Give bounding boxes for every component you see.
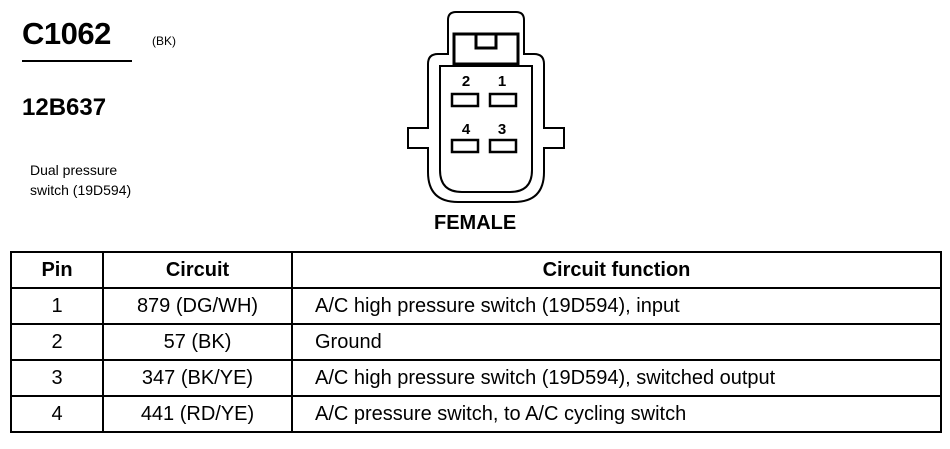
- header-pin: Pin: [10, 251, 104, 289]
- component-description-line1: Dual pressure: [30, 162, 118, 178]
- row-function: A/C high pressure switch (19D594), switc…: [291, 359, 942, 397]
- component-description: Dual pressure switch (19D594): [30, 160, 190, 200]
- pin-label-1: 1: [498, 73, 506, 90]
- pin-label-4: 4: [462, 121, 471, 138]
- row-function: Ground: [291, 323, 942, 361]
- row-circuit: 879 (DG/WH): [102, 287, 293, 325]
- connector-gender-label: FEMALE: [434, 212, 517, 234]
- connector-housing-inner: [439, 65, 533, 193]
- pin-label-3: 3: [498, 121, 506, 138]
- part-number: 12B637: [22, 94, 107, 121]
- row-pin: 1: [10, 287, 104, 325]
- row-pin: 3: [10, 359, 104, 397]
- connector-id-underline: [22, 60, 132, 62]
- component-description-line2: switch (19D594): [30, 182, 132, 198]
- connector-id: C1062: [22, 16, 111, 51]
- row-function: A/C pressure switch, to A/C cycling swit…: [291, 395, 942, 433]
- table-row: 2 57 (BK) Ground: [10, 323, 942, 361]
- pin-label-2: 2: [462, 73, 470, 90]
- row-circuit: 347 (BK/YE): [102, 359, 293, 397]
- pin-cavity-1: [488, 92, 518, 108]
- connector-face-diagram: 2 1 4 3: [407, 11, 565, 203]
- pin-cavity-2: [450, 92, 480, 108]
- pin-cavity-3: [488, 138, 518, 154]
- row-circuit: 441 (RD/YE): [102, 395, 293, 433]
- pin-cavity-4: [450, 138, 480, 154]
- connector-color: (BK): [152, 34, 176, 48]
- connector-lock-tab: [452, 32, 520, 66]
- connector-housing-outer: [407, 11, 565, 203]
- header-circuit-function: Circuit function: [291, 251, 942, 289]
- row-function: A/C high pressure switch (19D594), input: [291, 287, 942, 325]
- pin-table: Pin Circuit Circuit function 1 879 (DG/W…: [10, 251, 942, 433]
- header-circuit: Circuit: [102, 251, 293, 289]
- table-header-row: Pin Circuit Circuit function: [10, 251, 942, 289]
- row-circuit: 57 (BK): [102, 323, 293, 361]
- row-pin: 2: [10, 323, 104, 361]
- table-row: 4 441 (RD/YE) A/C pressure switch, to A/…: [10, 395, 942, 433]
- table-row: 1 879 (DG/WH) A/C high pressure switch (…: [10, 287, 942, 325]
- table-row: 3 347 (BK/YE) A/C high pressure switch (…: [10, 359, 942, 397]
- row-pin: 4: [10, 395, 104, 433]
